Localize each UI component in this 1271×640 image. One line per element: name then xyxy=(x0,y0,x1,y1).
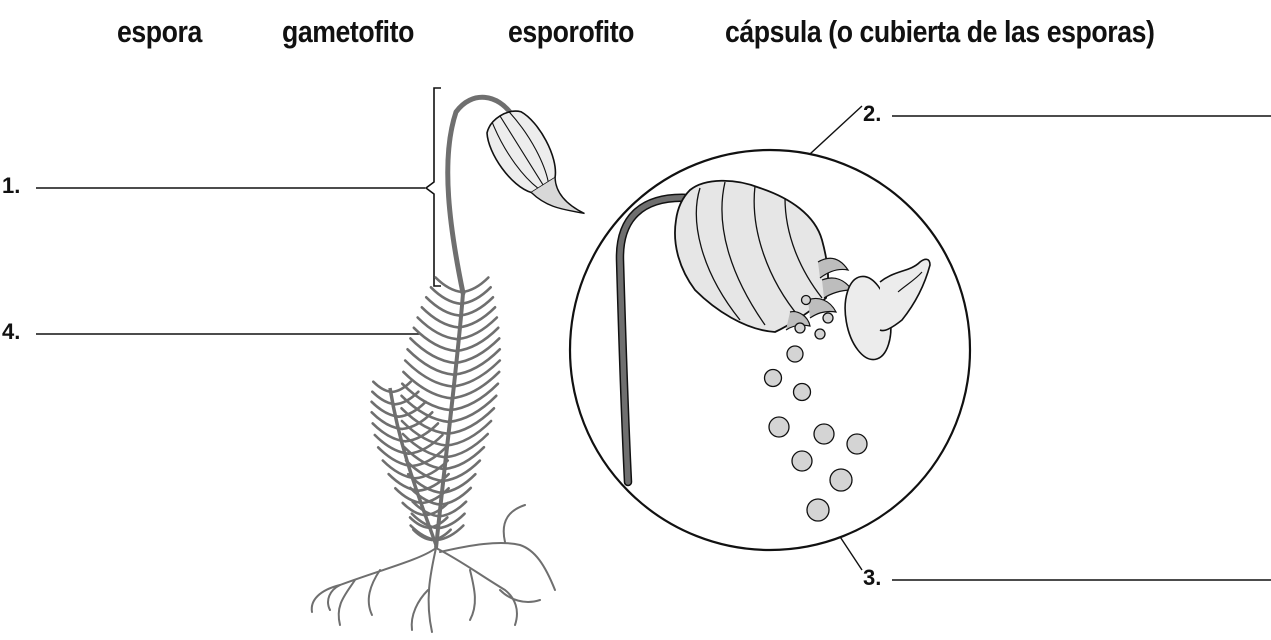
spore xyxy=(794,384,811,401)
rhizoids xyxy=(312,505,555,632)
spore xyxy=(830,469,852,491)
leaf xyxy=(426,297,459,315)
spore xyxy=(792,451,812,471)
spore xyxy=(769,417,789,437)
leaf xyxy=(461,287,491,304)
spore xyxy=(815,329,825,339)
capsule-small xyxy=(477,102,589,238)
moss-plant xyxy=(312,97,590,632)
leaf xyxy=(422,307,459,327)
spore xyxy=(802,296,811,305)
spore xyxy=(765,370,782,387)
leaf xyxy=(462,278,488,293)
spore xyxy=(823,313,833,323)
spore xyxy=(787,346,803,362)
leaf xyxy=(373,382,392,392)
magnified-view xyxy=(570,150,970,550)
leaf xyxy=(432,530,451,540)
moss-leaves xyxy=(372,278,500,541)
spore xyxy=(807,499,829,521)
spore xyxy=(795,323,805,333)
spore xyxy=(814,424,834,444)
bracket xyxy=(426,88,441,286)
spore xyxy=(847,434,867,454)
